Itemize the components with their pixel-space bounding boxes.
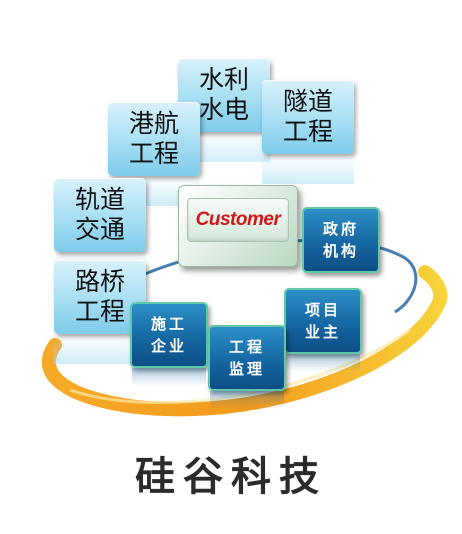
tile-reflection: [132, 368, 206, 386]
stakeholder-line1: 项目: [304, 301, 341, 319]
stakeholder-line1: 工程: [228, 338, 265, 356]
stakeholder-tile-government: 政府 机构: [302, 207, 380, 273]
customer-node: Customer: [178, 185, 298, 267]
stakeholder-line1: 政府: [322, 220, 359, 238]
customer-face: Customer: [187, 198, 289, 242]
stakeholder-line2: 机构: [322, 242, 359, 260]
tile-reflection: [210, 391, 284, 409]
industry-line1: 水利: [198, 65, 249, 94]
tile-reflection: [262, 156, 354, 184]
industry-line1: 隧道: [282, 87, 333, 116]
industry-line2: 工程: [282, 117, 333, 146]
industry-tile-port: 港航 工程: [108, 102, 200, 176]
industry-line2: 水电: [198, 95, 249, 124]
industry-line1: 港航: [128, 109, 179, 138]
industry-line1: 路桥: [74, 267, 125, 296]
orbit-highlight: [69, 328, 411, 405]
industry-line2: 工程: [74, 297, 125, 326]
industry-tile-rail: 轨道 交通: [54, 178, 146, 252]
stakeholder-tile-owner: 项目 业主: [284, 288, 362, 354]
stakeholder-line2: 监理: [228, 360, 265, 378]
stakeholder-tile-contractor: 施工 企业: [130, 302, 208, 368]
customer-label: Customer: [195, 209, 281, 230]
stakeholder-line1: 施工: [150, 315, 187, 333]
industry-tile-tunnel: 隧道 工程: [262, 80, 354, 154]
industry-line2: 工程: [128, 139, 179, 168]
industry-line2: 交通: [74, 215, 125, 244]
industry-line1: 轨道: [74, 185, 125, 214]
stakeholder-tile-supervision: 工程 监理: [208, 325, 286, 391]
tile-reflection: [286, 354, 360, 372]
stakeholder-line2: 企业: [150, 337, 187, 355]
stakeholder-line2: 业主: [304, 323, 341, 341]
company-name: 硅谷科技: [135, 454, 327, 500]
